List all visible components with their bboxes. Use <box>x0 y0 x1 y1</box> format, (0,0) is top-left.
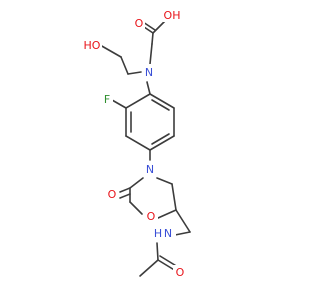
bond-ring-4 <box>149 135 175 151</box>
bond-c4-c5 <box>171 183 177 211</box>
bond-c1-c2 <box>120 56 129 75</box>
bond-c-f <box>111 99 127 109</box>
bond-nh-c <box>156 242 159 261</box>
bond-n-ch2 <box>149 43 153 65</box>
bond-ch2-c <box>151 32 154 45</box>
structure-svg: HO OH O N F N O O H N O <box>84 8 191 279</box>
bond-ring-3 <box>125 135 151 151</box>
bonds <box>99 19 191 277</box>
atoms: HO OH O N F N O O H N O <box>84 8 187 279</box>
bond-c2-o-b <box>119 193 131 199</box>
bond-c5-o1 <box>157 209 177 219</box>
atom-f: F <box>104 93 110 106</box>
bond-ring-inner-2 <box>151 133 170 145</box>
bond-ho-c1 <box>99 44 122 58</box>
bond-ch2-nh <box>174 231 191 236</box>
atom-oh: OH <box>164 9 181 22</box>
bond-c2-n <box>127 71 142 75</box>
bond-n2-c2 <box>129 177 144 189</box>
atom-ho: HO <box>84 39 101 52</box>
atom-h: H <box>154 227 162 240</box>
atom-n-amine: N <box>145 66 153 79</box>
atom-o-carbonyl-ring: O <box>108 188 117 201</box>
atom-n-ring: N <box>146 163 154 176</box>
bond-ring-1 <box>125 93 151 109</box>
bond-c5-ch2 <box>175 209 191 233</box>
atom-o-ring: O <box>147 210 156 223</box>
bond-ring-inner-3 <box>151 99 170 111</box>
atom-o-acetyl: O <box>176 266 185 279</box>
bond-n2-c4 <box>156 177 173 185</box>
bond-c-ch3 <box>139 259 159 277</box>
bond-n-ring <box>146 81 151 95</box>
molecule-diagram: HO OH O N F N O O H N O <box>84 8 191 279</box>
bond-c2-o-a <box>119 187 131 193</box>
atom-o-carboxyl: O <box>135 17 144 30</box>
bond-c-oh <box>152 19 167 34</box>
atom-nh-n: N <box>164 227 172 240</box>
bond-o1-c2 <box>129 201 143 215</box>
bond-ring-6 <box>149 93 175 109</box>
